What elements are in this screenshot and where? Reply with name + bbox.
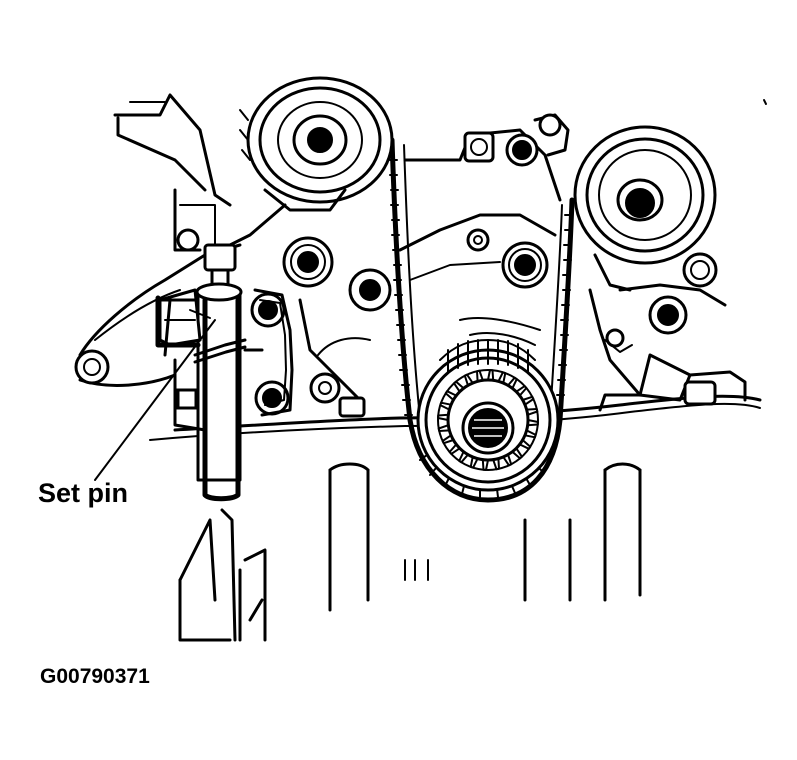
bracket-eye xyxy=(74,349,110,385)
auto-tensioner xyxy=(155,243,247,502)
timing-belt xyxy=(389,137,575,503)
tensioner-arm xyxy=(243,288,294,417)
bolt-right-2 xyxy=(648,295,688,335)
figure-id: G00790371 xyxy=(40,665,150,688)
bolt-mid-2 xyxy=(501,241,549,289)
bolt-right-1 xyxy=(682,252,718,288)
bolt-tensioner-top xyxy=(250,292,286,328)
cam-pulley-right xyxy=(573,125,717,292)
bolt-lower-left xyxy=(309,372,341,404)
set-pin-leader xyxy=(94,319,216,481)
bolt-right-3 xyxy=(605,328,625,348)
bolt-center-left xyxy=(282,236,334,288)
bolt-lower-square xyxy=(338,396,366,418)
bolt-top-right-stud xyxy=(533,113,570,157)
bolt-center-small xyxy=(466,228,490,252)
bolt-top-center-2 xyxy=(505,133,539,167)
lower-posts xyxy=(178,462,642,642)
crank-sprocket xyxy=(416,339,560,492)
bolt-top-center xyxy=(463,131,495,163)
engine-block xyxy=(74,93,767,441)
bolts xyxy=(250,113,718,418)
bolt-mid-1 xyxy=(348,268,392,312)
idler-pulley-left xyxy=(228,76,394,247)
set-pin-label: Set pin xyxy=(38,478,129,508)
